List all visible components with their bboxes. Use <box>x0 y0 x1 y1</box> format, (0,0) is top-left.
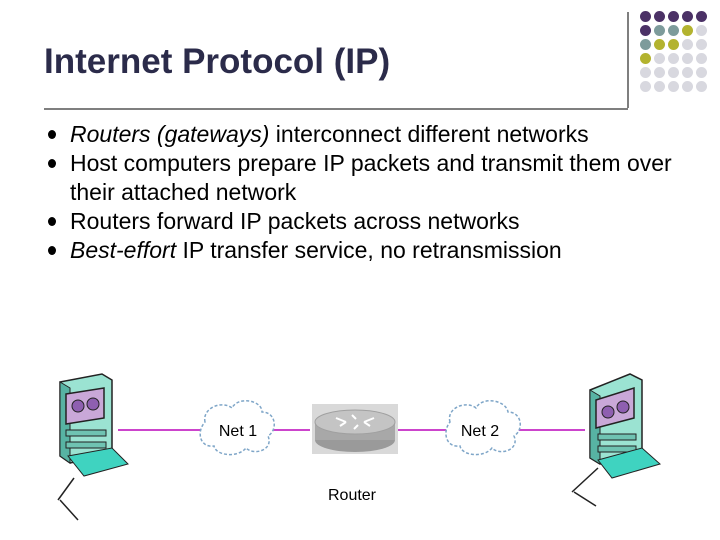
net2-cloud: Net 2 <box>445 400 521 456</box>
title-vertical-rule <box>627 12 629 108</box>
bullet-text: interconnect different networks <box>269 121 589 147</box>
router-label: Router <box>328 487 377 504</box>
decorative-dot <box>640 25 651 36</box>
decorative-dot <box>668 67 679 78</box>
decorative-dot <box>668 53 679 64</box>
bullet-text: Routers forward IP packets across networ… <box>70 208 520 234</box>
host-computer-left-icon <box>57 373 129 521</box>
decorative-dot <box>682 53 693 64</box>
bullet-text: IP transfer service, no retransmission <box>176 237 562 263</box>
decorative-dot <box>668 39 679 50</box>
decorative-dot <box>696 81 707 92</box>
decorative-dot <box>682 11 693 22</box>
bullet-marker <box>48 159 56 168</box>
decorative-dot <box>668 81 679 92</box>
bullet-item: Best-effort IP transfer service, no retr… <box>48 236 690 265</box>
decorative-dot <box>696 39 707 50</box>
bullet-item: Routers forward IP packets across networ… <box>48 207 690 236</box>
bullet-marker <box>48 217 56 226</box>
decorative-dot <box>696 53 707 64</box>
decorative-dot <box>640 11 651 22</box>
bullet-marker <box>48 246 56 255</box>
decorative-dot <box>654 67 665 78</box>
decorative-dot <box>654 53 665 64</box>
decorative-dot <box>682 25 693 36</box>
decorative-dot <box>668 25 679 36</box>
net1-cloud: Net 1 <box>199 400 275 456</box>
network-diagram: Net 1 Net 2 Router <box>57 373 662 521</box>
bullet-italic-text: Routers (gateways) <box>70 121 270 147</box>
slide-title: Internet Protocol (IP) <box>44 42 391 81</box>
decorative-dot <box>640 39 651 50</box>
bullet-list: Routers (gateways) interconnect differen… <box>48 120 690 265</box>
net2-label: Net 2 <box>461 423 499 440</box>
router-icon <box>312 404 398 454</box>
bullet-marker <box>48 130 56 139</box>
decorative-dot <box>640 53 651 64</box>
host-computer-right-icon <box>571 373 662 507</box>
decorative-dot <box>682 81 693 92</box>
bullet-item: Routers (gateways) interconnect differen… <box>48 120 690 149</box>
bullet-item: Host computers prepare IP packets and tr… <box>48 149 690 207</box>
decorative-dot <box>682 67 693 78</box>
decorative-dot <box>654 25 665 36</box>
bullet-text: Host computers prepare IP packets and tr… <box>70 150 672 205</box>
net1-label: Net 1 <box>219 423 257 440</box>
decorative-dot <box>654 11 665 22</box>
bullet-italic-text: Best-effort <box>70 237 177 263</box>
decorative-dot <box>696 67 707 78</box>
decorative-dot <box>696 25 707 36</box>
decorative-dot <box>668 11 679 22</box>
title-horizontal-rule <box>44 108 628 110</box>
decorative-dot <box>654 39 665 50</box>
decorative-dot <box>654 81 665 92</box>
decorative-dot <box>696 11 707 22</box>
decorative-dot <box>640 67 651 78</box>
decorative-dot <box>682 39 693 50</box>
decorative-dot <box>640 81 651 92</box>
